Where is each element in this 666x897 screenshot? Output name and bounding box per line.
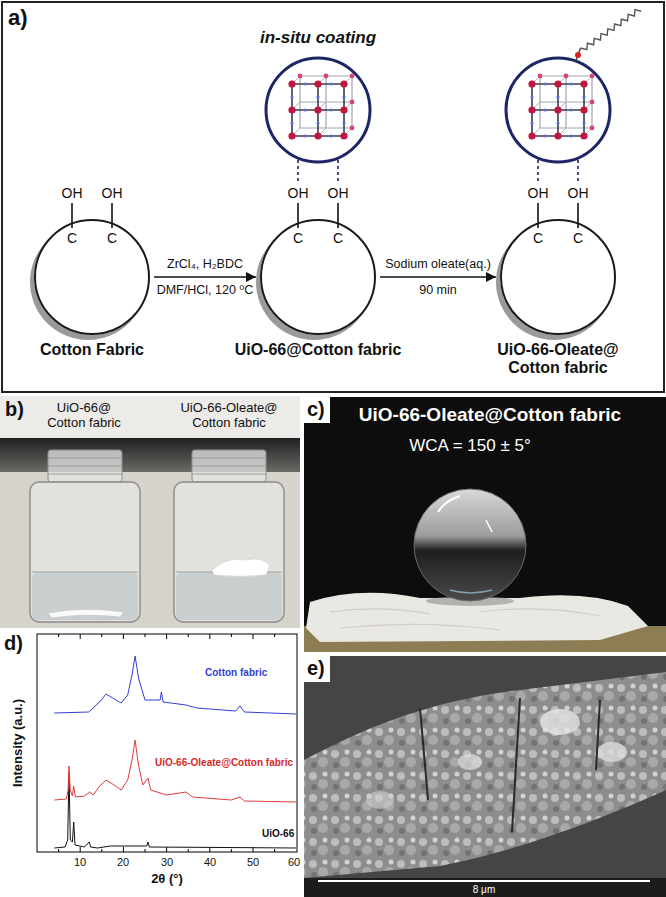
group-label: OH <box>62 185 83 201</box>
uio66-curve <box>54 772 296 848</box>
reaction-condition: DMF/HCl, 120 ⁰C <box>157 283 254 297</box>
axis-title: 2θ (°) <box>151 872 183 887</box>
group-label: OH <box>102 185 123 201</box>
series-label: UiO-66 <box>262 828 294 840</box>
oleate-fabric-curve <box>54 740 296 802</box>
group-label: C <box>533 230 543 246</box>
group-label: C <box>333 230 343 246</box>
contact-angle: WCA = 150 ± 5° <box>409 436 531 456</box>
tick-label: 20 <box>117 856 129 869</box>
reaction-arrow <box>154 276 256 278</box>
vial-label: UiO-66-Oleate@ Cotton fabric <box>175 401 283 431</box>
panel-label: c) <box>307 398 325 421</box>
vial-photo <box>0 396 300 628</box>
panel-label: e) <box>307 657 325 680</box>
fabric-caption: Cotton Fabric <box>12 341 172 359</box>
scale-bar <box>318 880 650 882</box>
panel-label: b) <box>5 398 24 421</box>
tick-label: 10 <box>74 856 86 869</box>
series-label: Cotton fabric <box>205 667 267 679</box>
droplet-photo <box>304 397 666 652</box>
panel-label: a) <box>8 5 28 30</box>
group-label: OH <box>328 185 349 201</box>
fabric-circle-shadows <box>30 219 616 340</box>
fabric-circle: OHOHCCCotton Fabric <box>34 219 150 335</box>
scale-label: 8 μm <box>473 884 495 896</box>
oxygen-atom <box>575 52 581 58</box>
hydrogen-bond-lines <box>298 160 578 182</box>
xrd-chart <box>37 634 297 852</box>
mof-crystal <box>266 58 370 162</box>
carboxylate-bond <box>576 48 581 61</box>
fabric-caption: UiO-66-Oleate@ Cotton fabric <box>483 341 633 378</box>
panel-label: d) <box>4 632 23 655</box>
reaction-arrow <box>380 276 496 278</box>
mof-crystal <box>506 58 610 162</box>
fabric-caption: UiO-66@Cotton fabric <box>218 341 418 359</box>
group-label: OH <box>528 185 549 201</box>
series-label: UiO-66-Oleate@Cotton fabric <box>155 757 293 769</box>
photo-title: UiO-66-Oleate@Cotton fabric <box>359 404 621 426</box>
oleate-chain <box>581 10 642 50</box>
fabric-circle: OHOHCCUiO-66-Oleate@ Cotton fabric <box>500 219 616 335</box>
sem-image <box>304 656 666 897</box>
c-oh-bonds <box>72 203 578 228</box>
tick-label: 40 <box>204 856 216 869</box>
tick-label: 50 <box>247 856 259 869</box>
cotton-curve <box>54 656 296 714</box>
vial-label: UiO-66@ Cotton fabric <box>40 401 128 431</box>
reaction-condition: 90 min <box>419 283 457 297</box>
reagent-label: Sodium oleate(aq.) <box>385 257 491 271</box>
group-label: C <box>67 230 77 246</box>
reagent-label: ZrCl₄, H₂BDC <box>167 257 243 271</box>
group-label: OH <box>288 185 309 201</box>
tick-label: 30 <box>161 856 173 869</box>
process-note: in-situ coating <box>260 28 376 48</box>
tick-label: 60 <box>288 856 300 869</box>
group-label: OH <box>568 185 589 201</box>
group-label: C <box>293 230 303 246</box>
panel-frame <box>2 2 664 392</box>
group-label: C <box>107 230 117 246</box>
axis-title: Intensity (a.u.) <box>11 699 26 787</box>
fabric-circle: OHOHCCUiO-66@Cotton fabric <box>260 219 376 335</box>
group-label: C <box>573 230 583 246</box>
